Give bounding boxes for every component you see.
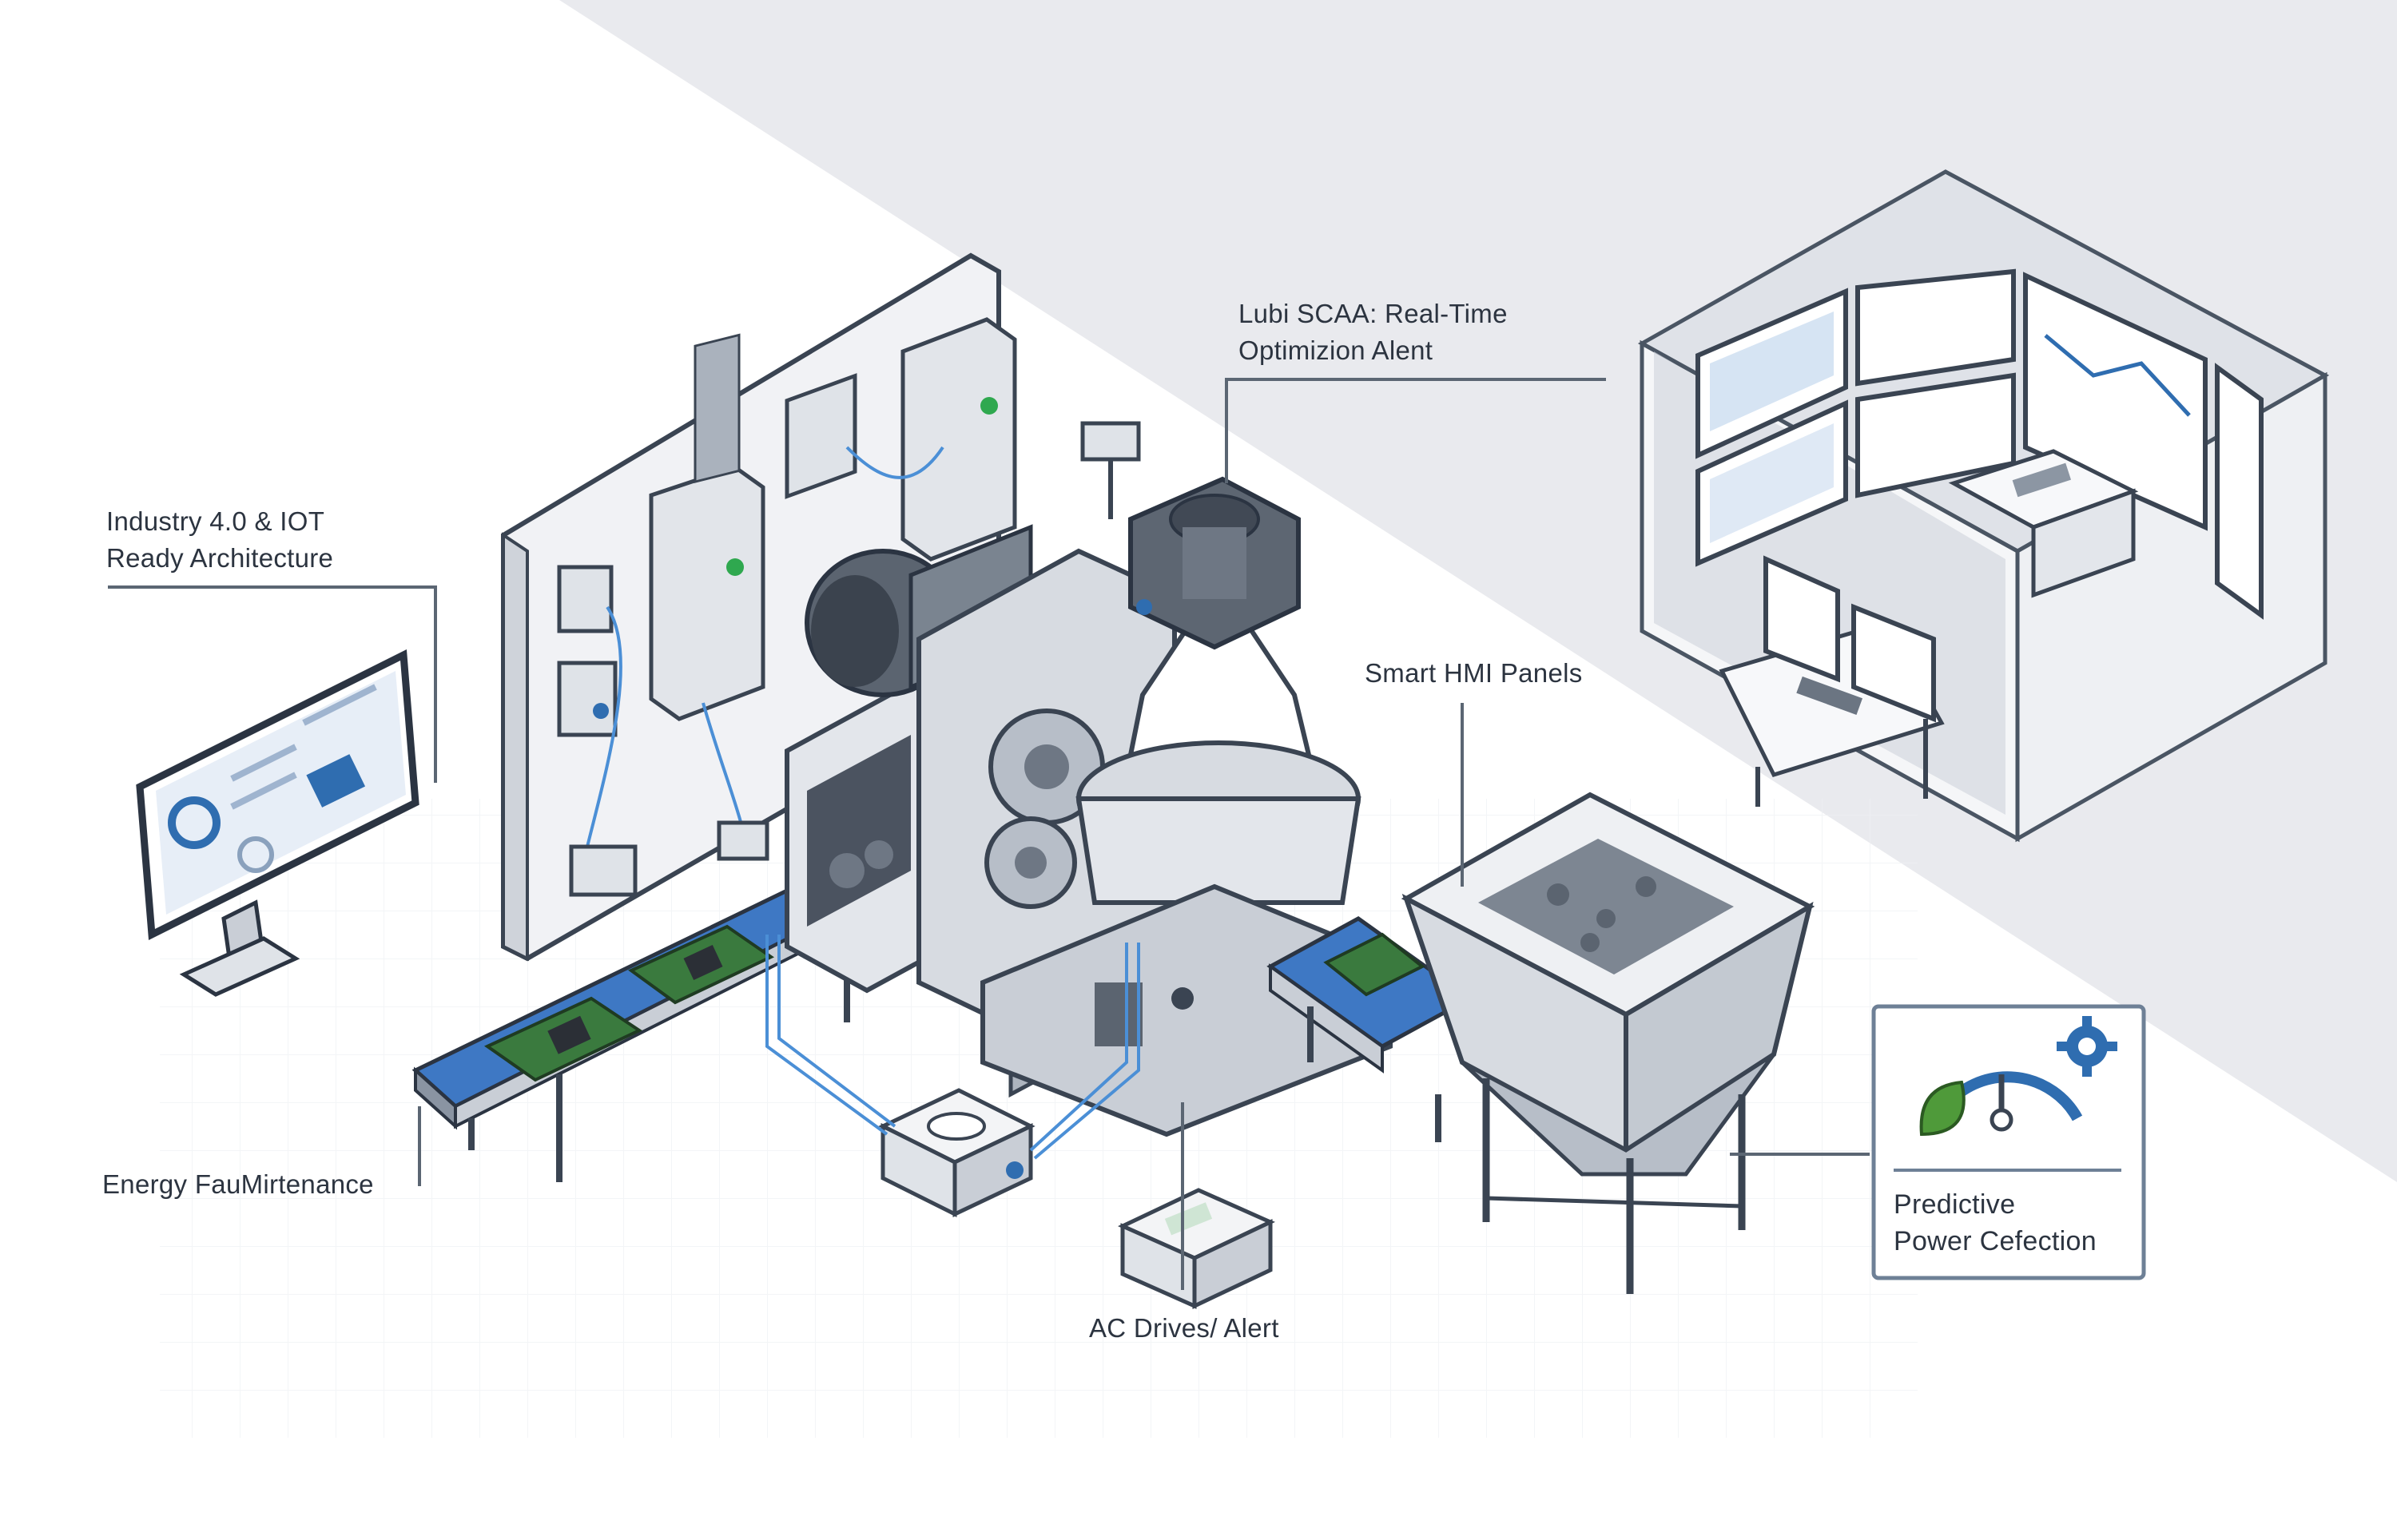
callout-hmi-text: Smart HMI Panels <box>1365 658 1583 688</box>
processing-machine <box>569 421 1393 1137</box>
callout-lines <box>108 378 1870 1290</box>
callout-predictive-line1: Predictive <box>1894 1189 2016 1220</box>
callout-energy: Energy FauMirtenance <box>102 1166 374 1203</box>
ac-drive-box <box>1118 1188 1275 1309</box>
gear-icon <box>2057 1016 2117 1077</box>
hopper-bin <box>1401 792 1815 1294</box>
callout-energy-text: Energy FauMirtenance <box>102 1169 374 1199</box>
callout-scada: Lubi SCAA: Real-Time Optimizion Alent <box>1238 296 1508 369</box>
callout-predictive: Predictive Power Cefection <box>1894 1186 2097 1260</box>
data-cables <box>765 935 1140 1160</box>
leaf-icon <box>1919 1080 1966 1137</box>
callout-ac-drives: AC Drives/ Alert <box>1089 1310 1279 1347</box>
control-room-monitors <box>1695 268 2264 620</box>
hmi-terminal <box>136 649 419 997</box>
callout-predictive-line2: Power Cefection <box>1894 1226 2097 1256</box>
callout-ac-drives-text: AC Drives/ Alert <box>1089 1313 1279 1343</box>
control-room <box>1637 169 2330 843</box>
sensor-icon <box>1080 421 1141 462</box>
status-light-icon <box>726 558 744 576</box>
callout-iot-line1: Industry 4.0 & IOT <box>106 506 325 536</box>
callout-scada-line2: Optimizion Alent <box>1238 335 1433 365</box>
gear-icon <box>168 796 221 849</box>
callout-scada-line1: Lubi SCAA: Real-Time <box>1238 299 1508 328</box>
callout-hmi: Smart HMI Panels <box>1365 655 1583 692</box>
status-light-icon <box>980 397 998 415</box>
electrical-panel-wall <box>501 252 1017 962</box>
drive-unit <box>878 1088 1036 1218</box>
predictive-power-box <box>1871 1004 2146 1280</box>
callout-iot-line2: Ready Architecture <box>106 543 334 573</box>
callout-iot: Industry 4.0 & IOT Ready Architecture <box>106 503 333 577</box>
